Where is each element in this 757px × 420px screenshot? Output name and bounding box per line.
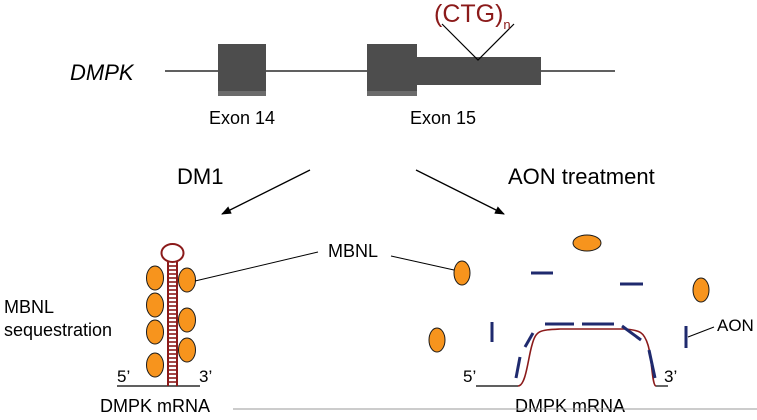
free-aon-group <box>490 271 688 348</box>
bound-aon-group <box>514 322 657 379</box>
mbnl-label: MBNL <box>328 241 378 261</box>
mbnl-protein <box>692 277 710 303</box>
exon-14-box <box>218 44 266 96</box>
gene-name: DMPK <box>70 60 135 85</box>
repeat-label-base: (CTG) <box>434 0 503 28</box>
aon-bound <box>647 349 657 379</box>
hairpin-loop <box>160 243 185 263</box>
exon-15-label: Exon 15 <box>410 108 476 128</box>
three-prime-right: 3’ <box>664 367 677 386</box>
five-prime-right: 5’ <box>463 367 476 386</box>
mbnl-left-group <box>146 265 196 378</box>
aon-bound <box>514 356 522 379</box>
five-prime-left: 5’ <box>117 367 130 386</box>
mbnl-callout-right <box>390 255 455 271</box>
mbnl-protein <box>146 319 164 345</box>
repeat-label-subscript: n <box>503 17 510 32</box>
arrow-dm1 <box>221 169 311 215</box>
mrna-left-label: DMPK mRNA <box>100 396 210 415</box>
dm1-label: DM1 <box>177 164 223 189</box>
aon-bound <box>523 332 535 348</box>
mbnl-protein <box>146 265 164 291</box>
mbnl-protein <box>428 327 446 353</box>
mbnl-protein <box>572 234 602 252</box>
arrow-aon <box>415 169 505 215</box>
mbnl-sequestration-line1: MBNL <box>4 297 54 317</box>
mbnl-callout-left <box>194 251 319 282</box>
mbnl-sequestration-line2: sequestration <box>4 320 112 340</box>
exon-15-utr-box <box>417 57 541 85</box>
mrna-right-label: DMPK mRNA <box>515 396 625 415</box>
aon-treatment-label: AON treatment <box>508 164 655 189</box>
exon-14-label: Exon 14 <box>209 108 275 128</box>
ctg-hairpin <box>160 243 185 386</box>
three-prime-left: 3’ <box>199 367 212 386</box>
mbnl-protein <box>453 260 471 286</box>
exon-15-coding-box <box>367 44 417 96</box>
repeat-marker <box>441 23 515 61</box>
exon-15-shadow <box>367 91 417 96</box>
hairpin-base-pairs <box>168 265 177 383</box>
repeat-label: (CTG)n <box>434 0 511 32</box>
aon-bound <box>621 324 642 342</box>
mbnl-protein <box>178 307 196 333</box>
aon-label: AON <box>717 316 754 335</box>
mbnl-protein <box>146 292 164 318</box>
mbnl-protein <box>178 337 196 363</box>
exon-14-shadow <box>218 91 266 96</box>
mbnl-right-group <box>428 234 710 353</box>
aon-callout <box>687 326 715 338</box>
mbnl-protein <box>178 267 196 293</box>
mbnl-protein <box>146 352 164 378</box>
